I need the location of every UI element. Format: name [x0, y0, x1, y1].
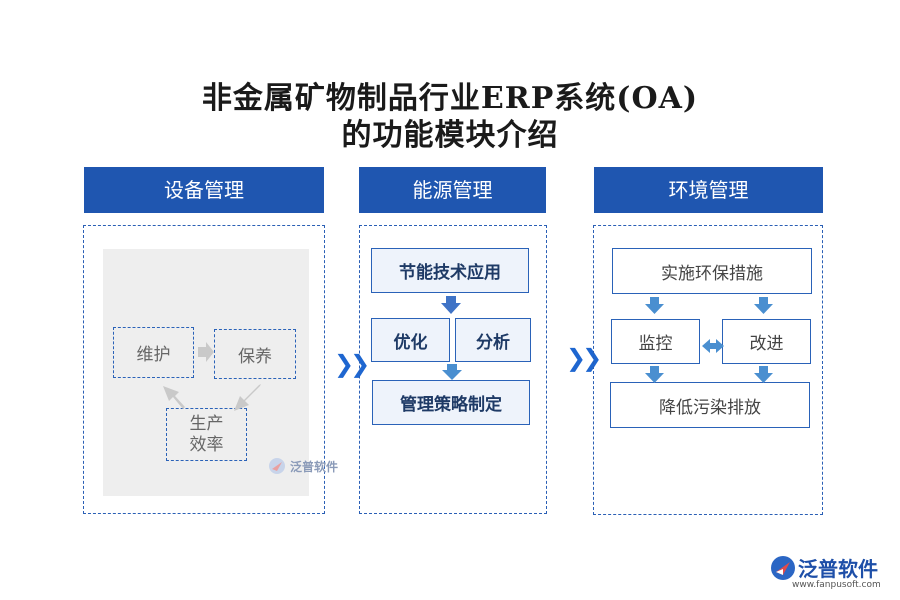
- analyze-box: 分析: [455, 318, 531, 362]
- monitor-box: 监控: [611, 319, 700, 364]
- optimize-box: 优化: [371, 318, 450, 362]
- up-left-arrow-icon: [163, 386, 185, 409]
- down-arrow-icon: [754, 366, 773, 383]
- environment-arrows: [645, 297, 773, 383]
- down-arrow-icon: [441, 296, 461, 314]
- diagram-title-line1: 非金属矿物制品行业ERP系统(OA): [201, 81, 699, 116]
- equipment-gray-backdrop: [103, 249, 309, 496]
- equipment-cycle-arrows: [163, 342, 261, 411]
- implement-measures-box: 实施环保措施: [612, 248, 812, 294]
- improve-box: 改进: [722, 319, 811, 364]
- right-arrow-icon: [198, 342, 214, 362]
- environment-panel: [593, 225, 823, 515]
- diagram-title-line2: 的功能模块介绍: [341, 118, 559, 153]
- energy-saving-tech-box: 节能技术应用: [371, 248, 529, 293]
- down-arrow-icon: [645, 366, 664, 383]
- equipment-header: 设备管理: [84, 167, 324, 213]
- energy-header: 能源管理: [359, 167, 546, 213]
- strategy-box: 管理策略制定: [372, 380, 530, 425]
- brand-url: www.fanpusoft.com: [792, 580, 881, 590]
- brand-logo: 泛普软件 www.fanpusoft.com: [770, 553, 892, 593]
- environment-header: 环境管理: [594, 167, 823, 213]
- watermark-text: 泛普软件: [290, 459, 339, 474]
- equipment-watermark: 泛普软件: [268, 457, 338, 475]
- equipment-panel: [83, 225, 325, 514]
- down-arrow-icon: [645, 297, 664, 314]
- double-chevron-right-icon: ❯❯: [334, 350, 370, 378]
- down-arrow-icon: [442, 364, 462, 380]
- double-arrow-icon: [702, 339, 724, 353]
- double-chevron-right-icon: ❯❯: [566, 344, 602, 372]
- upkeep-box: 保养: [214, 329, 296, 379]
- brand-logo-icon: [771, 556, 795, 580]
- reduce-pollution-box: 降低污染排放: [610, 382, 810, 428]
- energy-panel: [359, 225, 547, 514]
- brand-logo-icon: [269, 458, 285, 474]
- down-left-arrow-icon: [234, 384, 261, 411]
- production-efficiency-box: 生产 效率: [166, 408, 247, 461]
- down-arrow-icon: [754, 297, 773, 314]
- brand-name: 泛普软件: [798, 557, 878, 581]
- maintenance-box: 维护: [113, 327, 194, 378]
